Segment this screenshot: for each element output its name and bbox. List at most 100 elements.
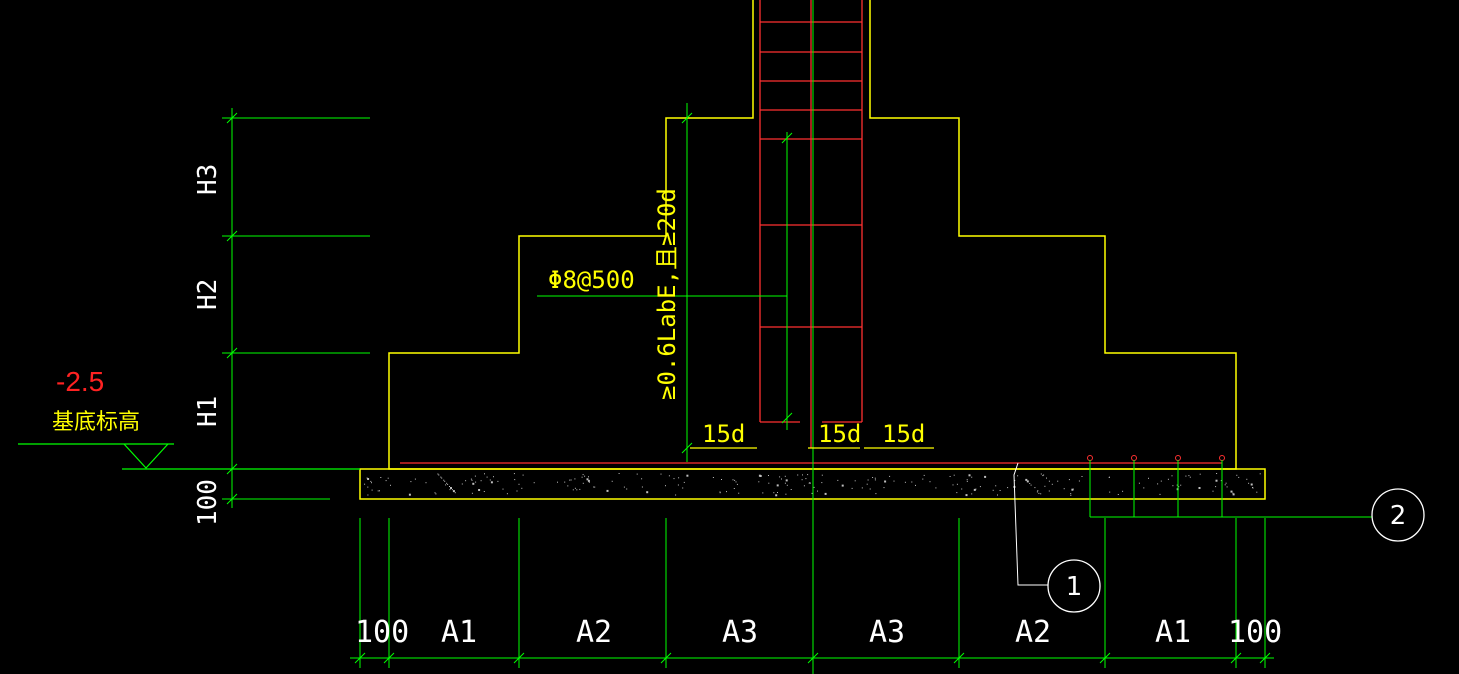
hatch-dot bbox=[808, 482, 810, 484]
hatch-dot bbox=[1148, 477, 1149, 479]
mesh-bar-dot-2 bbox=[1131, 455, 1137, 461]
dim-label-a1-left: A1 bbox=[441, 615, 477, 650]
hatch-dot bbox=[440, 476, 442, 478]
hatch-dot bbox=[484, 473, 485, 475]
hatch-dot bbox=[809, 482, 811, 484]
hatch-dot bbox=[872, 477, 874, 478]
hatch-dot bbox=[1143, 487, 1145, 489]
hook-mid-label: 15d bbox=[818, 420, 861, 448]
hatch-dot bbox=[732, 479, 734, 481]
hatch-dot bbox=[686, 474, 689, 477]
hatch-dot bbox=[626, 488, 628, 490]
hatch-dot bbox=[884, 480, 887, 483]
hatch-dot bbox=[784, 475, 786, 477]
hatch-dot bbox=[1046, 477, 1047, 479]
hatch-dot bbox=[854, 480, 856, 482]
hatch-dot bbox=[567, 485, 569, 487]
hatch-dot bbox=[1256, 491, 1258, 493]
hatch-dot bbox=[441, 477, 443, 479]
hatch-dot bbox=[1215, 486, 1217, 488]
hatch-dot bbox=[966, 479, 968, 481]
hatch-dot bbox=[588, 481, 590, 483]
hatch-dot bbox=[668, 475, 670, 477]
elevation-value: -2.5 bbox=[56, 366, 104, 397]
hatch-dot bbox=[807, 474, 809, 476]
hatch-dot bbox=[574, 487, 576, 489]
h-tick-9 bbox=[1259, 652, 1271, 664]
hatch-dot bbox=[451, 489, 453, 491]
hatch-dot bbox=[762, 492, 764, 494]
hatch-dot bbox=[1117, 494, 1119, 495]
tick-pad-bottom bbox=[226, 493, 238, 505]
hatch-dot bbox=[367, 494, 369, 496]
hatch-dot bbox=[618, 473, 620, 474]
hatch-dot bbox=[1224, 484, 1226, 486]
tick-h3-top bbox=[226, 112, 238, 124]
hatch-dot bbox=[490, 481, 493, 484]
hatch-dot bbox=[803, 485, 805, 487]
hatch-dot bbox=[973, 488, 976, 491]
hatch-dot bbox=[1043, 474, 1045, 476]
hatch-dot bbox=[569, 479, 571, 481]
hatch-dot bbox=[781, 478, 782, 480]
hatch-dot bbox=[367, 486, 369, 488]
hatch-dot bbox=[1167, 478, 1169, 480]
hatch-dot bbox=[923, 474, 925, 476]
tick-h1-top bbox=[226, 347, 238, 359]
hatch-dot bbox=[719, 491, 721, 493]
hatch-dot bbox=[506, 493, 508, 495]
hatch-dot bbox=[450, 487, 452, 489]
hatch-dot bbox=[869, 488, 871, 490]
hatch-dot bbox=[785, 479, 788, 482]
hatch-dot bbox=[1048, 490, 1050, 492]
hatch-dot bbox=[1157, 483, 1159, 485]
hatch-dot bbox=[851, 487, 853, 489]
hatch-dot bbox=[586, 478, 589, 481]
hatch-dot bbox=[1042, 475, 1044, 477]
hatch-dot bbox=[841, 484, 844, 487]
callout-1: 1 bbox=[1013, 462, 1101, 613]
hatch-dot bbox=[801, 479, 803, 481]
hatch-dot bbox=[371, 482, 372, 484]
hatch-dot bbox=[434, 492, 436, 494]
callout-2-number: 2 bbox=[1390, 501, 1407, 531]
hatch-dot bbox=[582, 474, 584, 476]
hatch-dot bbox=[446, 482, 448, 484]
tick-h2-top bbox=[226, 230, 238, 242]
hatch-dot bbox=[483, 491, 485, 492]
column-tick-top bbox=[781, 132, 793, 144]
hatch-dot bbox=[874, 479, 876, 481]
callout-1-leader bbox=[1013, 462, 1048, 586]
hatch-dot bbox=[975, 488, 977, 490]
h-tick-1 bbox=[354, 652, 366, 664]
hatch-dot bbox=[790, 489, 792, 490]
hatch-dot bbox=[1225, 482, 1227, 484]
hatch-dot bbox=[1160, 480, 1162, 482]
hatch-dot bbox=[1051, 483, 1053, 485]
hatch-dot bbox=[1199, 473, 1201, 475]
hatch-dot bbox=[1176, 484, 1178, 486]
hatch-dot bbox=[1070, 494, 1072, 496]
hatch-dot bbox=[1159, 493, 1161, 495]
hatch-dot bbox=[574, 478, 576, 480]
hatch-dot bbox=[1220, 480, 1222, 482]
hatch-dot bbox=[587, 479, 590, 482]
hatch-dot bbox=[734, 479, 736, 481]
hatch-dot bbox=[435, 493, 437, 495]
hatch-dot bbox=[979, 486, 981, 488]
hatch-dot bbox=[971, 493, 973, 495]
anchorage-tick-top bbox=[681, 112, 693, 124]
hatch-dot bbox=[968, 474, 971, 477]
hatch-dot bbox=[677, 484, 679, 486]
hatch-dot bbox=[474, 475, 476, 477]
hatch-dot bbox=[1007, 487, 1009, 489]
hatch-dot bbox=[965, 494, 968, 497]
hatch-dot bbox=[1038, 492, 1040, 494]
hatch-dot bbox=[1178, 486, 1180, 488]
h-tick-3 bbox=[513, 652, 525, 664]
hatch-dot bbox=[719, 492, 721, 494]
callout-2-circle bbox=[1371, 488, 1425, 542]
dim-label-a3-left: A3 bbox=[722, 615, 758, 650]
hatch-dot bbox=[478, 489, 481, 491]
